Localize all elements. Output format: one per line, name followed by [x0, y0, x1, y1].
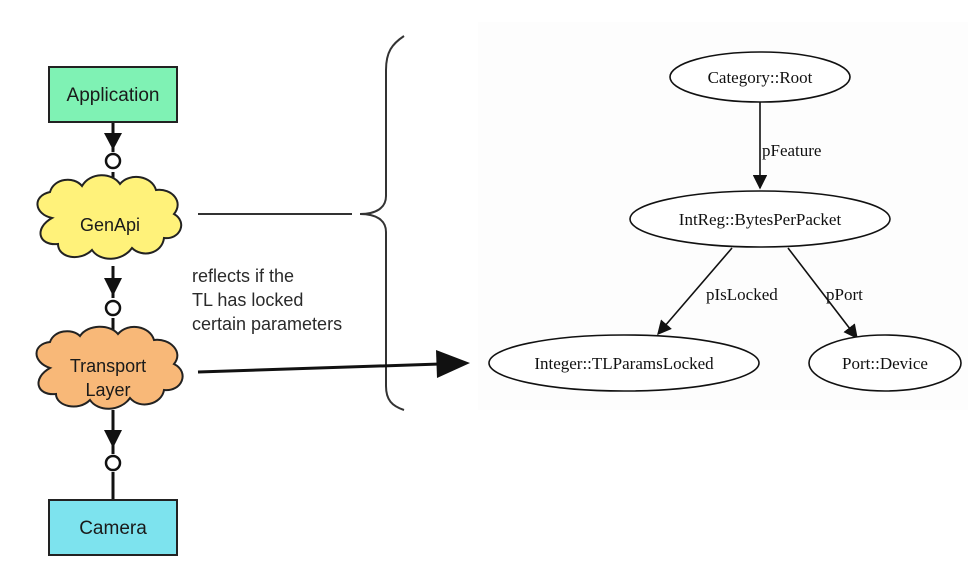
application-label: Application	[67, 85, 160, 106]
node-intreg-bytesperpacket: IntReg::BytesPerPacket	[629, 190, 891, 248]
curly-brace	[359, 35, 405, 411]
interface-circle	[104, 454, 122, 472]
transport-layer-cloud: Transport Layer	[35, 325, 184, 410]
stack-interface-circles	[104, 152, 122, 472]
locked-parameters-note: reflects if the TL has locked certain pa…	[192, 266, 342, 334]
edge-pport	[787, 247, 858, 340]
arrowhead-tl-camera	[104, 430, 122, 448]
transport-label-line2: Layer	[85, 380, 130, 400]
interface-circle	[104, 152, 122, 170]
stack-arrowheads	[104, 133, 122, 448]
genapi-label: GenApi	[80, 215, 140, 235]
arrowhead-genapi-tl	[104, 278, 122, 296]
edge-label-pislocked: pIsLocked	[706, 285, 778, 304]
node-port-device: Port::Device	[808, 334, 962, 392]
graph-edges	[657, 102, 858, 340]
edge-label-pfeature: pFeature	[762, 141, 821, 160]
node-label-bytesperpacket: IntReg::BytesPerPacket	[679, 210, 842, 229]
camera-label: Camera	[79, 518, 147, 539]
note-line-1: reflects if the	[192, 266, 294, 286]
genapi-cloud: GenApi	[36, 174, 183, 260]
camera-box: Camera	[48, 499, 178, 556]
node-label-category-root: Category::Root	[708, 68, 813, 87]
note-line-2: TL has locked	[192, 290, 303, 310]
node-label-port-device: Port::Device	[842, 354, 928, 373]
node-category-root: Category::Root	[669, 51, 851, 103]
node-label-tlparamslocked: Integer::TLParamsLocked	[534, 354, 714, 373]
application-box: Application	[48, 66, 178, 123]
transport-label-line1: Transport	[70, 356, 146, 376]
interface-circle	[104, 299, 122, 317]
big-arrowhead	[436, 350, 470, 378]
node-integer-tlparamslocked: Integer::TLParamsLocked	[488, 334, 760, 392]
note-line-3: certain parameters	[192, 314, 342, 334]
edge-label-pport: pPort	[826, 285, 863, 304]
arrowhead-app-genapi	[104, 133, 122, 150]
tl-to-param-arrow	[197, 350, 470, 378]
edge-pislocked	[657, 247, 733, 336]
